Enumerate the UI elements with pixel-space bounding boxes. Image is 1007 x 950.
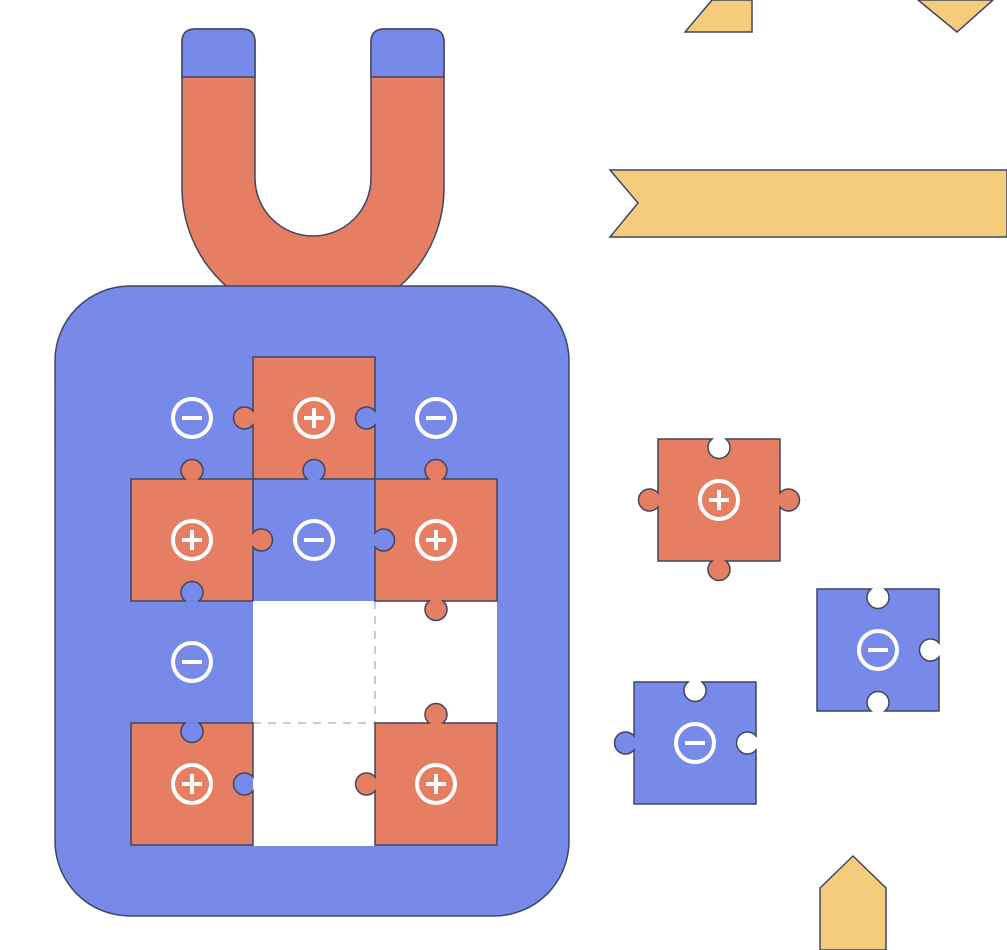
- board-cell-1-0: [130, 458, 274, 602]
- minus-charge-icon: [857, 629, 899, 671]
- arrow-shape-bottom: [819, 854, 887, 950]
- empty-slots: [253, 601, 497, 846]
- ribbon-banner: [608, 169, 1007, 238]
- board-cell-2-0: [171, 641, 213, 683]
- board-cell-0-2: [415, 397, 457, 439]
- loose-pieces: [613, 438, 940, 805]
- yellow-decorations: [608, 0, 1007, 950]
- minus-charge-icon: [674, 722, 716, 764]
- board-cell-3-0: [130, 722, 254, 846]
- board-cell-0-0: [171, 397, 213, 439]
- minus-charge-icon: [171, 641, 213, 683]
- minus-charge-icon: [293, 519, 335, 561]
- board-cell-0-1: [232, 356, 376, 480]
- magnet-icon: [181, 28, 445, 320]
- plus-charge-icon: [698, 479, 740, 521]
- board-pieces: [130, 356, 498, 846]
- loose-piece-minus-bottom[interactable]: [613, 681, 757, 805]
- plus-charge-icon: [171, 763, 213, 805]
- plus-charge-icon: [415, 519, 457, 561]
- board-cell-1-1: [293, 519, 335, 561]
- arrow-shape-top-left: [683, 0, 753, 33]
- plus-charge-icon: [415, 763, 457, 805]
- loose-piece-minus-right[interactable]: [816, 588, 940, 712]
- board-cell-3-2: [354, 702, 498, 846]
- plus-charge-icon: [293, 397, 335, 439]
- plus-charge-icon: [171, 519, 213, 561]
- arrow-shape-top-right: [916, 0, 995, 33]
- minus-charge-icon: [171, 397, 213, 439]
- loose-piece-plus[interactable]: [637, 438, 801, 582]
- minus-charge-icon: [415, 397, 457, 439]
- board-cell-1-2: [374, 458, 498, 622]
